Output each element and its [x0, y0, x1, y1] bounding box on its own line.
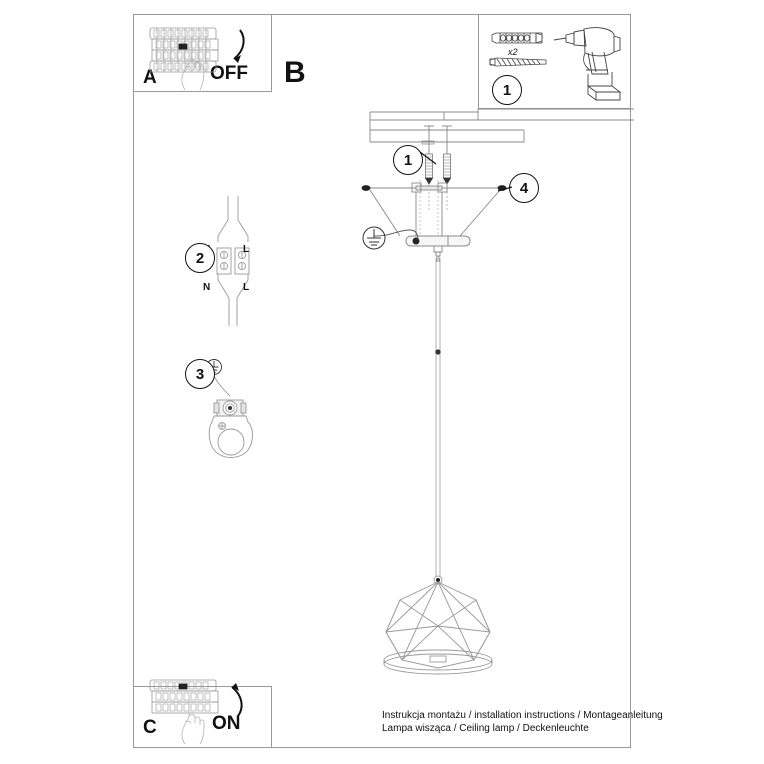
- panel-c-label: C: [143, 717, 157, 738]
- geometric-cage-shade-icon: [383, 575, 493, 675]
- ceiling-canopy-icon: [405, 235, 471, 262]
- circuit-breaker-icon: [149, 27, 219, 73]
- curved-arrow-icon: [233, 29, 245, 63]
- hand-pointing-icon-c: [181, 698, 205, 745]
- parts-quantity-label: x2: [508, 47, 518, 57]
- terminal-bottom-live-label: L: [243, 282, 250, 293]
- curved-arrow-icon-c: [231, 683, 243, 717]
- mounting-bracket-icon: [361, 180, 507, 242]
- screw-icon: [489, 57, 547, 67]
- drill-icon: [553, 27, 622, 101]
- callout-4-leader-line: [497, 186, 513, 192]
- terminal-block-icon: [216, 196, 250, 326]
- callout-4-mounting-bracket: 4: [509, 173, 539, 203]
- wall-plug-icon: [491, 32, 543, 44]
- callout-parts-step-1: 1: [492, 75, 522, 105]
- ceiling-slab-icon: [369, 108, 634, 145]
- page-border: [133, 14, 631, 748]
- panel-b-label: B: [284, 56, 306, 89]
- callout-1-ceiling-screws: 1: [393, 145, 423, 175]
- earth-ground-wire: [373, 229, 419, 241]
- earth-ground-icon: [362, 226, 386, 250]
- ceiling-screw-pair-icon: [424, 125, 452, 212]
- document-title-line2: Lampa wisząca / Ceiling lamp / Deckenleu…: [382, 723, 589, 734]
- document-title-line1: Instrukcja montażu / installation instru…: [382, 710, 663, 721]
- callout-1-leader-line: [419, 151, 437, 165]
- hand-pointing-icon: [181, 42, 205, 91]
- panel-a-label: A: [143, 67, 157, 88]
- pendant-cord-icon: [435, 258, 441, 578]
- panel-c-action-text: ON: [212, 713, 241, 734]
- terminal-top-live-label: L: [243, 244, 250, 255]
- terminal-bottom-neutral-label: N: [203, 282, 211, 293]
- callout-3-lamp-socket: 3: [185, 359, 215, 389]
- circuit-breaker-icon-c: [149, 679, 219, 714]
- callout-2-terminal-block: 2: [185, 243, 215, 273]
- lamp-socket-icon: [208, 375, 253, 458]
- panel-a-action-text: OFF: [210, 63, 248, 84]
